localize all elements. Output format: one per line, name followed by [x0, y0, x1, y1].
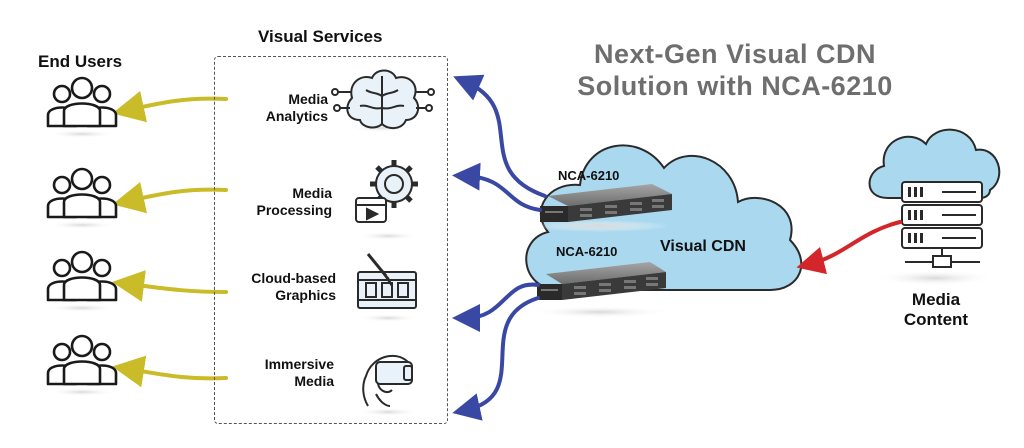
- device-label-1: NCA-6210: [558, 168, 620, 183]
- gear-video-icon: [355, 160, 418, 240]
- user-arrow-2: [112, 181, 228, 214]
- media-content-label: Media Content: [903, 290, 969, 329]
- graphics-film-brush-icon: [357, 253, 418, 322]
- title-line-2: Solution with NCA-6210: [577, 71, 893, 101]
- brain-circuit-icon: [331, 69, 435, 132]
- device-label-2: NCA-6210: [556, 244, 618, 259]
- content-arrow: [796, 220, 902, 275]
- visual-cdn-cloud: [525, 144, 803, 291]
- service-label-cloud-graphics: Cloud-based Graphics: [251, 270, 336, 303]
- visual-services-heading: Visual Services: [258, 27, 383, 46]
- user-arrow-4: [112, 355, 228, 388]
- nca-6210-device-1: [530, 184, 672, 232]
- user-arrow-1: [112, 90, 228, 123]
- user-arrow-3: [112, 270, 228, 302]
- page-title: Next-Gen Visual CDN Solution with NCA-62…: [540, 38, 930, 102]
- end-users-group-icon: [46, 76, 118, 138]
- service-label-immersive-media: Immersive Media: [264, 356, 334, 389]
- service-arrow-4: [452, 296, 540, 421]
- visual-services-box: [214, 56, 448, 424]
- visual-cdn-label: Visual CDN: [660, 238, 746, 255]
- cloud-server-icon: [868, 128, 1001, 286]
- service-arrow-3: [452, 282, 540, 332]
- title-line-1: Next-Gen Visual CDN: [593, 39, 877, 69]
- nca-6210-device-2: [530, 262, 670, 318]
- service-arrow-1: [453, 74, 547, 198]
- end-users-group-icon: [46, 334, 118, 396]
- service-label-media-processing: Media Processing: [256, 185, 332, 218]
- end-users-group-icon: [46, 167, 118, 229]
- service-arrow-2: [452, 162, 542, 212]
- end-users-heading: End Users: [38, 52, 123, 71]
- service-label-media-analytics: Media Analytics: [265, 91, 328, 124]
- vr-headset-icon: [358, 354, 418, 416]
- end-users-group-icon: [46, 250, 118, 312]
